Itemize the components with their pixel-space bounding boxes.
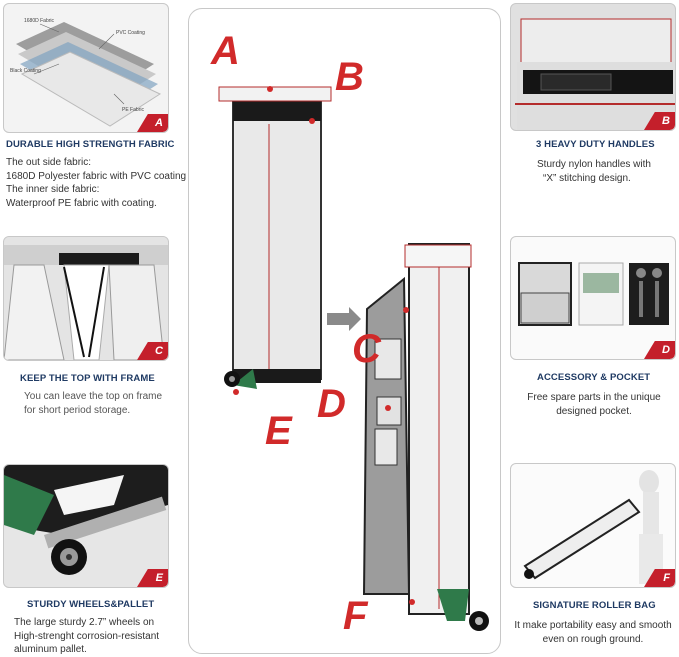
callout-letter-c: C <box>352 327 381 371</box>
fabric-line-1: The out side fabric: <box>6 157 92 168</box>
handles-line-1: Sturdy nylon handles with <box>537 159 651 170</box>
frame-description: You can leave the top on frame for short… <box>24 390 162 417</box>
accessory-line-1: Free spare parts in the unique <box>527 392 661 403</box>
fabric-description: The out side fabric: 1680D Polyester fab… <box>6 156 186 210</box>
callout-letter-b: B <box>335 55 364 99</box>
layer-label-pe: PE Fabric <box>122 107 144 113</box>
frame-line-1: You can leave the top on frame <box>24 391 163 402</box>
frame-title: KEEP THE TOP WITH FRAME <box>20 373 155 384</box>
wheels-illustration <box>4 465 168 575</box>
wheels-line-3: aluminum pallet. <box>14 644 87 655</box>
handles-title: 3 HEAVY DUTY HANDLES <box>536 139 655 150</box>
callout-letter-a: A <box>211 29 240 73</box>
accessory-image-panel: D <box>510 236 676 360</box>
roller-bag-illustration <box>218 86 489 631</box>
roller-title: SIGNATURE ROLLER BAG <box>533 600 656 611</box>
handles-line-2: “X” stitching design. <box>543 172 631 184</box>
fabric-line-4: Waterproof PE fabric with coating. <box>6 197 157 209</box>
callout-dot-e <box>233 389 239 395</box>
callout-dot-a <box>267 86 273 92</box>
roller-description: It make portability easy and smooth even… <box>512 619 674 646</box>
frame-line-2: for short period storage. <box>24 404 131 416</box>
fabric-line-3: The inner side fabric: <box>6 184 100 195</box>
callout-dot-d <box>385 405 391 411</box>
callout-letter-d: D <box>317 382 346 426</box>
frame-image-panel: C <box>3 236 169 361</box>
layer-label-pvc: PVC Coating <box>116 30 145 36</box>
callout-letter-e: E <box>265 409 292 453</box>
wheels-line-2: High-strenght corrosion-resistant <box>14 630 160 642</box>
roller-image-panel: F <box>510 463 676 588</box>
wheels-image-panel: E <box>3 464 169 588</box>
callout-dot-f <box>409 599 415 605</box>
fabric-line-2: 1680D Polyester fabric with PVC coating <box>6 170 187 182</box>
accessory-description: Free spare parts in the unique designed … <box>522 391 666 418</box>
roller-line-2: even on rough ground. <box>542 633 644 645</box>
wheels-line-1: The large sturdy 2.7” wheels on <box>14 617 155 628</box>
fabric-layers-illustration <box>16 22 162 127</box>
product-overview-panel: A B C D E F <box>188 8 501 654</box>
fabric-title: DURABLE HIGH STRENGTH FABRIC <box>6 139 175 150</box>
callout-letter-f: F <box>343 594 368 638</box>
roller-line-1: It make portability easy and smooth <box>514 620 672 631</box>
layer-label-top: 1680D Fabric <box>24 18 55 24</box>
wheels-description: The large sturdy 2.7” wheels on High-str… <box>14 616 159 657</box>
accessory-illustration <box>518 262 669 326</box>
frame-illustration <box>4 237 168 360</box>
handles-illustration <box>515 18 675 130</box>
accessory-title: ACCESSORY & POCKET <box>537 372 651 383</box>
callout-dot-b <box>309 118 315 124</box>
fabric-image-panel: 1680D Fabric PVC Coating Black Coating P… <box>3 3 169 133</box>
layer-label-back: Black Coating <box>10 68 41 74</box>
handles-image-panel: B <box>510 3 676 131</box>
handles-description: Sturdy nylon handles with “X” stitching … <box>537 158 651 185</box>
roller-illustration <box>523 470 663 584</box>
wheels-title: STURDY WHEELS&PALLET <box>27 599 155 610</box>
callout-dot-c <box>403 307 409 313</box>
accessory-line-2: designed pocket. <box>556 405 632 417</box>
